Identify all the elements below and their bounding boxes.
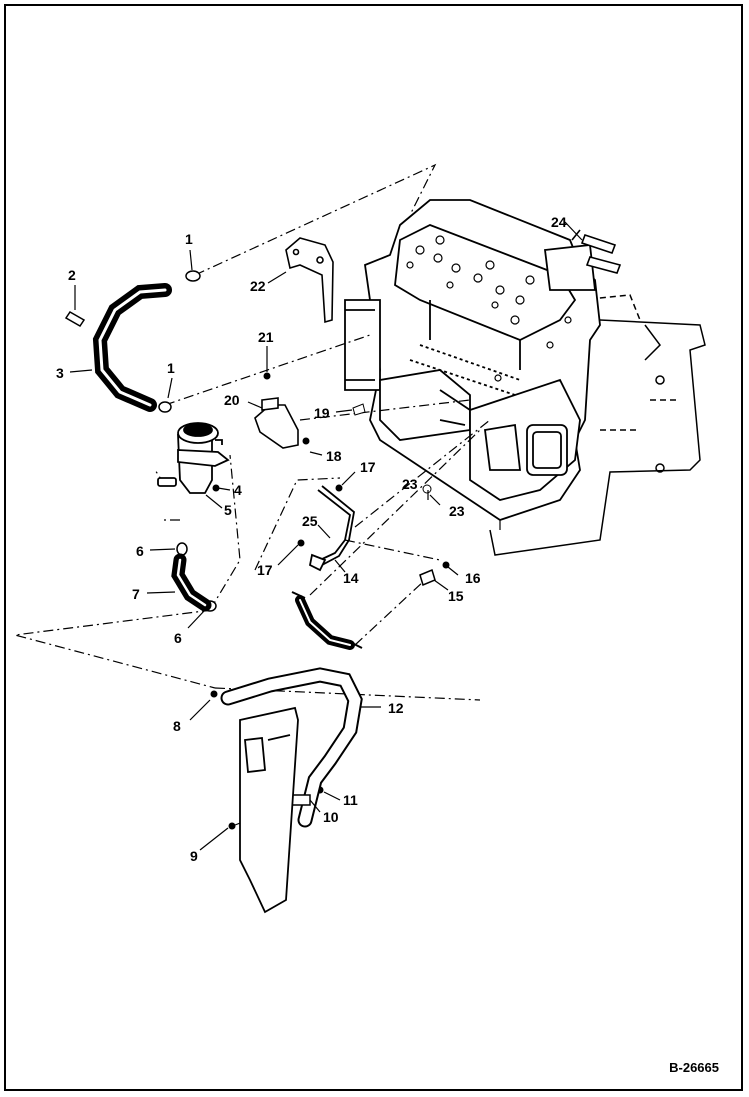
callout-23-upper: 23	[402, 476, 418, 492]
callout-23-lower: 23	[449, 503, 465, 519]
callout-6-upper: 6	[136, 543, 144, 559]
chassis-outline	[489, 294, 706, 556]
lower-short-hose	[171, 553, 212, 612]
callout-5: 5	[224, 502, 232, 518]
callout-2: 2	[68, 267, 76, 283]
metal-tube	[308, 485, 355, 572]
bolts-24	[571, 229, 622, 274]
callout-9: 9	[190, 848, 198, 864]
callout-6-lower: 6	[174, 630, 182, 646]
callout-4: 4	[234, 482, 242, 498]
lower-hose	[291, 568, 436, 650]
bracket-22	[285, 237, 334, 324]
callout-22: 22	[250, 278, 266, 294]
figure-frame	[4, 4, 743, 1091]
upper-hose	[92, 283, 172, 412]
callout-21: 21	[258, 329, 274, 345]
leader-lines	[69, 221, 583, 851]
callout-24: 24	[551, 214, 567, 230]
mounting-post	[239, 706, 299, 914]
callout-8: 8	[173, 718, 181, 734]
callout-20: 20	[224, 392, 240, 408]
fitting-2	[64, 311, 86, 327]
callout-15: 15	[448, 588, 464, 604]
bracket-20	[254, 397, 299, 449]
callout-25: 25	[302, 513, 318, 529]
callout-10: 10	[323, 809, 339, 825]
engine-block	[344, 199, 601, 521]
callout-11: 11	[343, 792, 358, 808]
callout-17-lower: 17	[257, 562, 273, 578]
callout-3: 3	[56, 365, 64, 381]
callout-1-mid: 1	[167, 360, 175, 376]
callout-14: 14	[343, 570, 359, 586]
head-bolts	[406, 235, 572, 382]
callout-1-top: 1	[185, 231, 193, 247]
callout-19: 19	[314, 405, 330, 421]
coolant-tank	[157, 422, 230, 494]
callouts: 1 2 3 1 4 5 6 7 6 8 9 10 11 12 15 16 17 …	[56, 214, 567, 864]
callout-7: 7	[132, 586, 140, 602]
callout-16: 16	[465, 570, 481, 586]
callout-17-upper: 17	[360, 459, 376, 475]
figure-code: B-26665	[669, 1060, 719, 1075]
callout-12: 12	[388, 700, 404, 716]
callout-18: 18	[326, 448, 342, 464]
